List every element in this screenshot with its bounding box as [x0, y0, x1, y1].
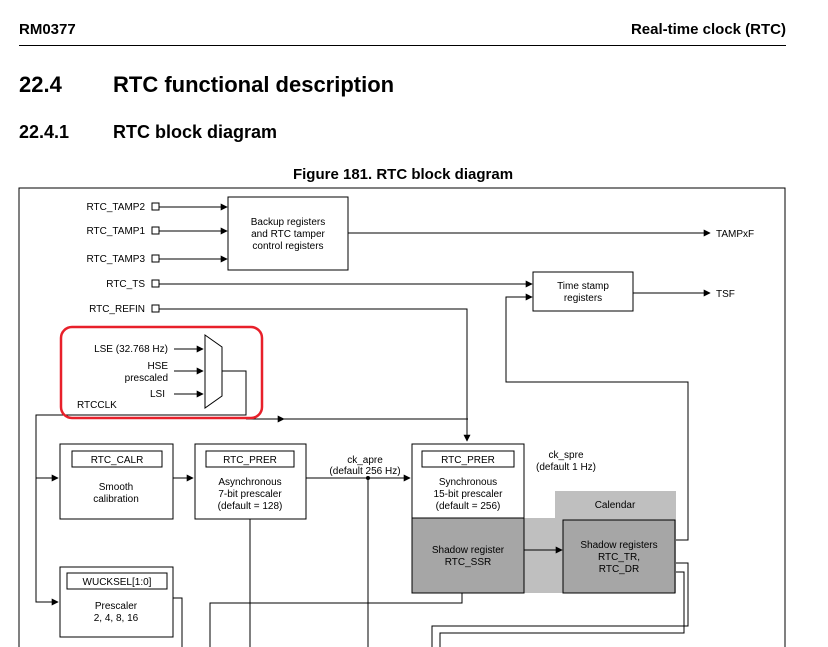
prer-sync-title: RTC_PRER [441, 455, 495, 466]
mux-lsi-label: LSI [150, 389, 165, 400]
shadow-regs-line2: RTC_TR, [598, 552, 640, 563]
clock-source-highlight [59, 325, 264, 420]
prer-async-line2: 7-bit prescaler [218, 489, 282, 500]
calendar-label: Calendar [595, 500, 636, 511]
mux-hse-prescaled-label: prescaled [125, 373, 168, 384]
calr-title-box [71, 450, 163, 468]
wucksel-line2: 2, 4, 8, 16 [94, 613, 139, 624]
clock-mux [204, 334, 223, 409]
backup-line1: Backup registers [251, 217, 325, 228]
section-running-title: Real-time clock (RTC) [630, 21, 786, 38]
pin-rtc-tamp3 [151, 254, 160, 263]
wucksel-title: WUCKSEL[1:0] [83, 577, 152, 588]
prer-async-line3: (default = 128) [218, 501, 283, 512]
calendar-label-bg [555, 491, 676, 518]
label-rtc-tamp2: RTC_TAMP2 [86, 202, 145, 213]
ck-spre-label: ck_spre [548, 450, 583, 461]
label-rtc-tamp3: RTC_TAMP3 [86, 254, 145, 265]
shadow-regs-line3: RTC_DR [599, 564, 639, 575]
label-rtc-ts: RTC_TS [106, 279, 145, 290]
pin-rtc-tamp2 [151, 202, 160, 211]
shadow-ssr-line1: Shadow register [432, 545, 505, 556]
prer-async-title: RTC_PRER [223, 455, 277, 466]
backup-line2: and RTC tamper [251, 229, 325, 240]
timestamp-registers-box [532, 271, 634, 312]
shadow-regs-line1: Shadow registers [580, 540, 657, 551]
pin-rtc-ts [151, 279, 160, 288]
timestamp-line2: registers [564, 293, 602, 304]
header-rule [19, 45, 786, 46]
mux-hse-label: HSE [147, 361, 168, 372]
label-tampxf: TAMPxF [716, 229, 754, 240]
mux-lse-label: LSE (32.768 Hz) [94, 344, 168, 355]
pin-rtc-refin [151, 304, 160, 313]
prer-sync-line2: 15-bit prescaler [434, 489, 504, 500]
wucksel-line1: Prescaler [95, 601, 138, 612]
prer-async-title-box [205, 450, 295, 468]
subsection-number: 22.4.1 [19, 122, 70, 142]
ck-spre-freq: (default 1 Hz) [536, 462, 596, 473]
calr-line2: calibration [93, 494, 139, 505]
prer-sync-title-box [421, 450, 515, 468]
wucksel-title-box [66, 572, 168, 590]
prer-async-line1: Asynchronous [218, 477, 281, 488]
label-rtc-refin: RTC_REFIN [89, 304, 145, 315]
label-rtc-tamp1: RTC_TAMP1 [86, 226, 145, 237]
prer-sync-line1: Synchronous [439, 477, 497, 488]
backup-line3: control registers [252, 241, 323, 252]
prer-sync-line3: (default = 256) [436, 501, 501, 512]
diagram-frame [18, 187, 786, 647]
backup-registers-box [227, 196, 349, 271]
subsection-title: RTC block diagram [113, 122, 278, 142]
shadow-regs-box [562, 519, 676, 594]
ck-apre-freq: (default 256 Hz) [329, 466, 400, 477]
ck-apre-junction [366, 476, 370, 480]
label-tsf: TSF [716, 289, 735, 300]
calr-line1: Smooth [99, 482, 133, 493]
timestamp-line1: Time stamp [557, 281, 609, 292]
pin-rtc-tamp1 [151, 226, 160, 235]
shadow-ssr-line2: RTC_SSR [445, 557, 492, 568]
section-title: RTC functional description [113, 72, 395, 97]
rtcclk-label: RTCCLK [77, 400, 117, 411]
calr-title: RTC_CALR [91, 455, 144, 466]
ck-apre-label: ck_apre [347, 455, 383, 466]
figure-caption: Figure 181. RTC block diagram [292, 166, 514, 183]
shadow-ssr-box [411, 517, 525, 594]
doc-id: RM0377 [19, 21, 76, 38]
section-number: 22.4 [19, 72, 62, 97]
